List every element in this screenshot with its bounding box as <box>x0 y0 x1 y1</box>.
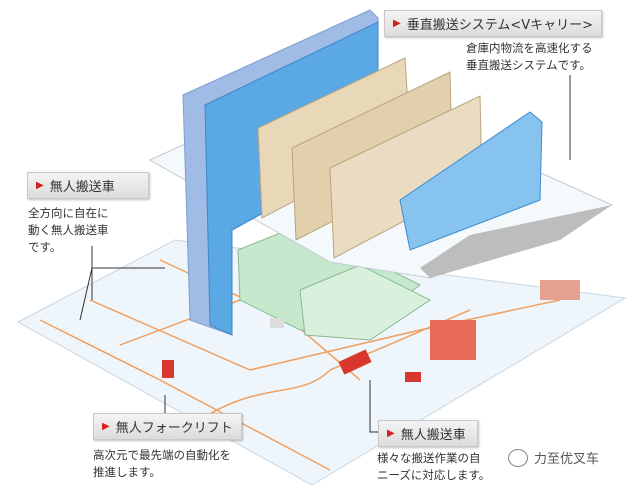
desc-line: 全方向に自在に <box>28 206 109 220</box>
green-racks <box>237 224 431 341</box>
callout-title: 無人フォークリフト <box>115 421 233 436</box>
triangle-icon: ▶ <box>393 18 401 29</box>
callout-agv-bottom-title: ▶ 無人搬送車 <box>378 420 478 447</box>
leader-lines <box>79 75 571 433</box>
triangle-icon: ▶ <box>102 421 110 432</box>
triangle-icon: ▶ <box>36 180 44 191</box>
beige-racks <box>257 57 483 259</box>
desc-line: ニーズに対応します。 <box>377 468 491 482</box>
callout-agv-left-desc: 全方向に自在に動く無人搬送車です。 <box>28 205 109 256</box>
watermark-text: 力至优叉车 <box>534 452 600 467</box>
callout-forklift-desc: 高次元で最先端の自動化を推進します。 <box>93 447 231 481</box>
callout-title: 無人搬送車 <box>49 180 115 195</box>
desc-line: 高次元で最先端の自動化を <box>93 448 231 462</box>
callout-agv-bottom-desc: 様々な搬送作業の自ニーズに対応します。 <box>377 450 490 484</box>
callout-agv-left-title: ▶ 無人搬送車 <box>27 172 149 199</box>
desc-line: 動く無人搬送車 <box>28 223 109 237</box>
watermark: 力至优叉车 <box>508 448 599 467</box>
wechat-icon <box>508 448 528 467</box>
desc-line: 垂直搬送システムです。 <box>466 58 592 72</box>
vehicles <box>162 280 580 382</box>
v-carrier-rack <box>399 111 543 251</box>
upper-floor-gray <box>420 205 612 278</box>
triangle-icon: ▶ <box>387 428 395 439</box>
desc-line: です。 <box>28 240 62 254</box>
desc-line: 様々な搬送作業の自 <box>377 451 481 465</box>
desc-line: 推進します。 <box>93 465 161 479</box>
desc-line: 倉庫内物流を高速化する <box>466 41 593 55</box>
callout-forklift-title: ▶ 無人フォークリフト <box>93 413 242 440</box>
callout-vcarry-title: ▶ 垂直搬送システム<Vキャリー> <box>384 10 602 37</box>
callout-vcarry-desc: 倉庫内物流を高速化する垂直搬送システムです。 <box>466 40 593 74</box>
callout-title: 無人搬送車 <box>400 428 466 443</box>
callout-title: 垂直搬送システム<Vキャリー> <box>406 18 593 33</box>
